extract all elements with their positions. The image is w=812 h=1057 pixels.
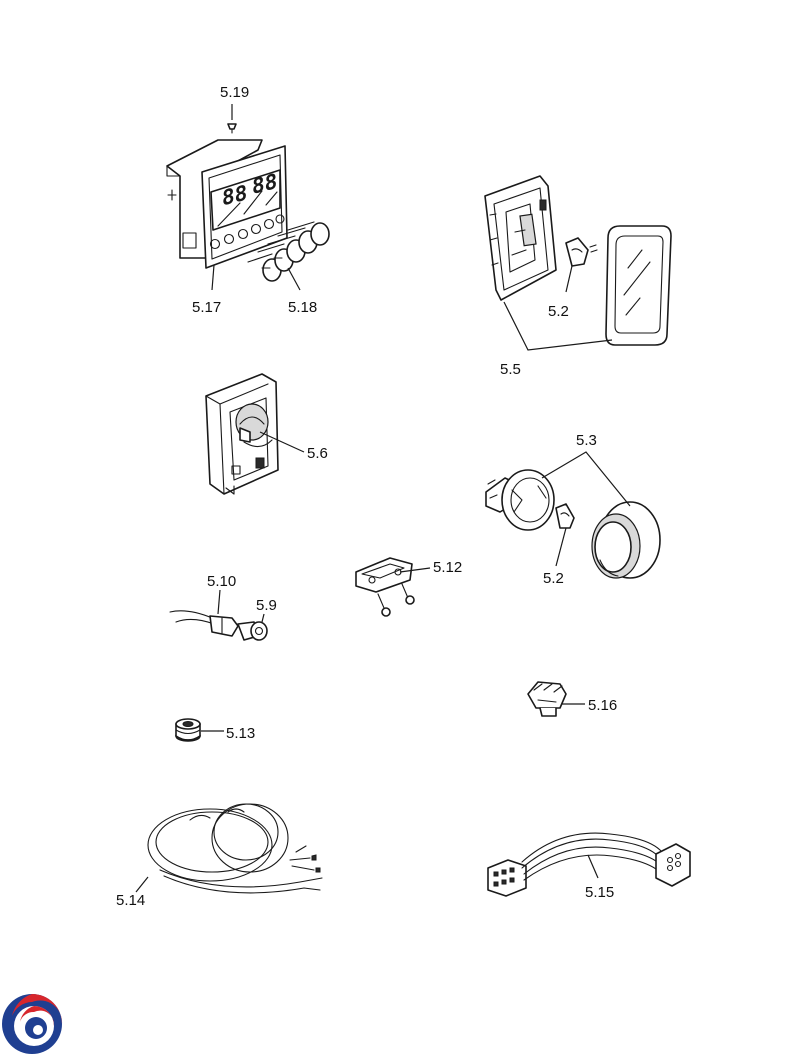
screw-5-19 (227, 123, 237, 134)
lamp-glass-5-5 (605, 225, 672, 346)
sensor-nut-5-9 (237, 621, 268, 641)
label-5-14: 5.14 (116, 892, 145, 909)
grommet-5-13 (175, 718, 201, 742)
round-lamp-body-5-3 (485, 469, 555, 531)
lamp-cap-5-3 (591, 501, 661, 579)
label-5-9: 5.9 (256, 597, 277, 614)
label-5-5: 5.5 (500, 361, 521, 378)
label-5-3: 5.3 (576, 432, 597, 449)
label-5-6: 5.6 (307, 445, 328, 462)
bracket-5-16 (527, 681, 567, 717)
wiring-harness-5-14 (147, 803, 323, 894)
label-5-18: 5.18 (288, 299, 317, 316)
lamp-housing-5-5 (484, 175, 557, 301)
label-5-17: 5.17 (192, 299, 221, 316)
bulb-5-2-lower (555, 503, 575, 529)
switch-5-6 (205, 373, 279, 495)
bulb-5-2 (565, 237, 598, 267)
timer-module-5-17: 88 88 (166, 139, 288, 269)
brand-swirl-logo (2, 994, 63, 1054)
label-5-13: 5.13 (226, 725, 255, 742)
connector-cable-5-15 (487, 832, 691, 897)
clip-5-12 (355, 557, 415, 617)
label-5-16: 5.16 (588, 697, 617, 714)
label-5-15: 5.15 (585, 884, 614, 901)
push-buttons-5-18 (247, 221, 330, 282)
label-5-12: 5.12 (433, 559, 462, 576)
sensor-cable-5-10 (169, 610, 239, 637)
label-5-2-top: 5.2 (548, 303, 569, 320)
label-5-19: 5.19 (220, 84, 249, 101)
label-5-10: 5.10 (207, 573, 236, 590)
label-5-2-lower: 5.2 (543, 570, 564, 587)
